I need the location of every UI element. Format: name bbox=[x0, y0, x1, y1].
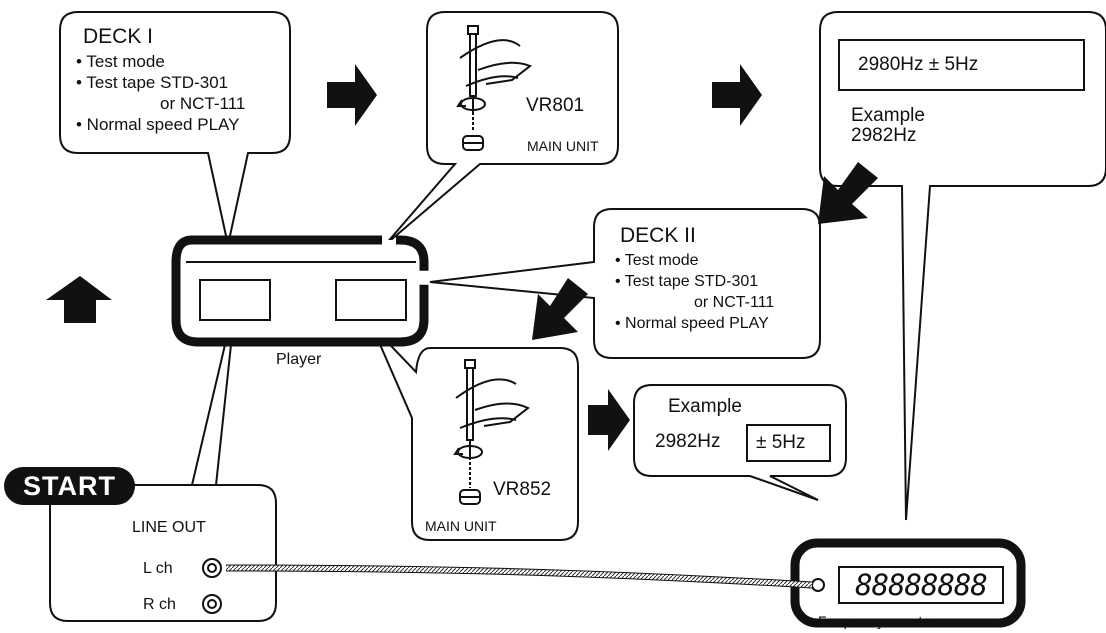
player-slot-right bbox=[335, 279, 407, 321]
spec-example-label: Example bbox=[851, 105, 925, 126]
arrow-right-2-icon bbox=[712, 64, 762, 126]
player-label: Player bbox=[276, 351, 322, 368]
arrow-down-left-2-icon bbox=[532, 278, 588, 340]
deck2-item: • Normal speed PLAY bbox=[615, 315, 769, 332]
arrow-up-icon bbox=[46, 276, 112, 323]
deck2-item: • Test tape STD-301 bbox=[615, 273, 759, 290]
counter-label: Frequency counter bbox=[818, 613, 935, 629]
signal-cable bbox=[225, 565, 813, 588]
player-device bbox=[171, 235, 429, 347]
deck1-item: • Test tape STD-301 bbox=[76, 73, 229, 92]
example2-label: Example bbox=[668, 396, 742, 417]
arrow-right-1-icon bbox=[327, 64, 377, 126]
vr852-label: VR852 bbox=[493, 479, 552, 500]
counter-display: 88888888 bbox=[838, 566, 1004, 604]
deck1-item: • Test mode bbox=[76, 52, 165, 71]
lch-jack-icon bbox=[202, 558, 222, 578]
counter-input-jack bbox=[811, 578, 825, 592]
player-slot-left bbox=[199, 279, 271, 321]
spec-example-value: 2982Hz bbox=[851, 125, 917, 146]
vr801-label: VR801 bbox=[526, 95, 585, 116]
lineout-title: LINE OUT bbox=[132, 519, 206, 536]
deck2-item: • Test mode bbox=[615, 252, 699, 269]
spec-callout bbox=[819, 11, 1106, 521]
vr801-unit-label: MAIN UNIT bbox=[527, 138, 599, 154]
example2-tolerance-box: ± 5Hz bbox=[746, 424, 831, 462]
rch-label: R ch bbox=[143, 596, 176, 613]
deck1-item: or NCT-111 bbox=[160, 94, 246, 113]
deck1-title: DECK I bbox=[83, 25, 154, 48]
example2-tolerance: ± 5Hz bbox=[756, 432, 806, 453]
deck1-item: • Normal speed PLAY bbox=[76, 115, 240, 134]
deck1-callout bbox=[59, 11, 291, 246]
vr801-callout bbox=[384, 11, 619, 246]
rch-jack-icon bbox=[202, 594, 222, 614]
start-badge: START bbox=[4, 467, 135, 505]
lch-label: L ch bbox=[143, 560, 173, 577]
arrow-down-left-1-icon bbox=[818, 162, 878, 224]
screwdriver-vr852-icon bbox=[453, 359, 530, 505]
deck2-item: or NCT-111 bbox=[694, 294, 775, 311]
screwdriver-vr801-icon bbox=[456, 25, 532, 151]
example2-value: 2982Hz bbox=[655, 431, 721, 452]
example2-callout bbox=[633, 384, 847, 501]
spec-target: 2980Hz ± 5Hz bbox=[858, 54, 979, 75]
arrow-right-3-icon bbox=[588, 389, 630, 451]
vr852-unit-label: MAIN UNIT bbox=[425, 518, 497, 534]
vr852-callout bbox=[371, 325, 579, 541]
deck2-title: DECK II bbox=[620, 224, 696, 247]
deck2-callout bbox=[429, 208, 821, 359]
